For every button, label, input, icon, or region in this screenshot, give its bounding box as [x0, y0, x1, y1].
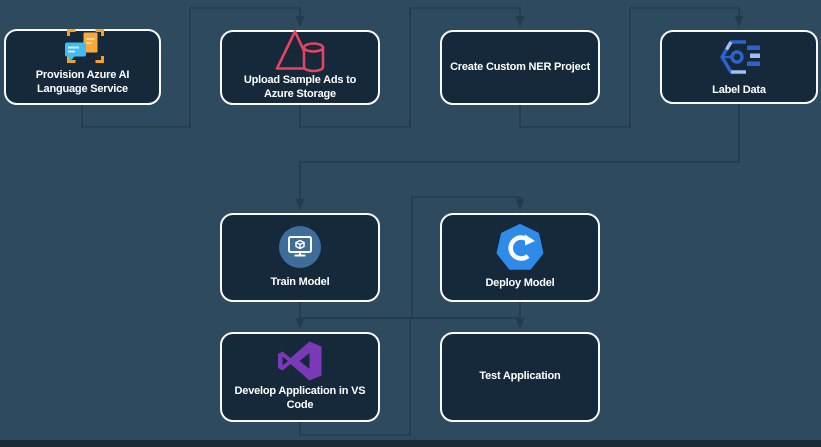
- node-label: Upload Sample Ads to Azure Storage: [243, 74, 357, 100]
- deployment-icon: [496, 224, 544, 272]
- edge-train-to-deploy: [299, 196, 525, 319]
- node-provision-language-service[interactable]: Provision Azure AI Language Service: [4, 28, 161, 105]
- visual-studio-icon: [277, 341, 323, 381]
- node-label: Deploy Model: [485, 277, 555, 290]
- azure-ai-language-icon: [58, 28, 108, 67]
- azure-storage-icon: [274, 29, 326, 73]
- node-label: Provision Azure AI Language Service: [35, 68, 130, 95]
- node-label: Test Application: [479, 370, 561, 383]
- node-create-ner-project[interactable]: Create Custom NER Project: [440, 30, 600, 105]
- node-label-data[interactable]: Label Data: [660, 30, 818, 104]
- node-label: Create Custom NER Project: [450, 60, 590, 73]
- edge-ner-to-labeldata: [519, 7, 744, 128]
- node-train-model[interactable]: Train Model: [220, 213, 380, 302]
- node-label: Develop Application in VS Code: [234, 385, 366, 411]
- node-label: Label Data: [712, 83, 766, 96]
- node-test-application[interactable]: Test Application: [440, 332, 600, 422]
- language-studio-icon: [716, 37, 762, 77]
- edge-develop-to-test: [299, 317, 525, 436]
- node-develop-vs-code[interactable]: Develop Application in VS Code: [220, 332, 380, 422]
- edge-provision-to-upload: [81, 7, 305, 128]
- canvas-bottom-edge: [0, 440, 821, 447]
- edge-upload-to-ner: [299, 7, 525, 128]
- node-upload-sample-ads[interactable]: Upload Sample Ads to Azure Storage: [220, 30, 380, 105]
- node-deploy-model[interactable]: Deploy Model: [440, 213, 600, 302]
- ml-model-icon: [278, 225, 322, 269]
- node-label: Train Model: [270, 276, 330, 289]
- edge-labeldata-to-train: [295, 104, 740, 210]
